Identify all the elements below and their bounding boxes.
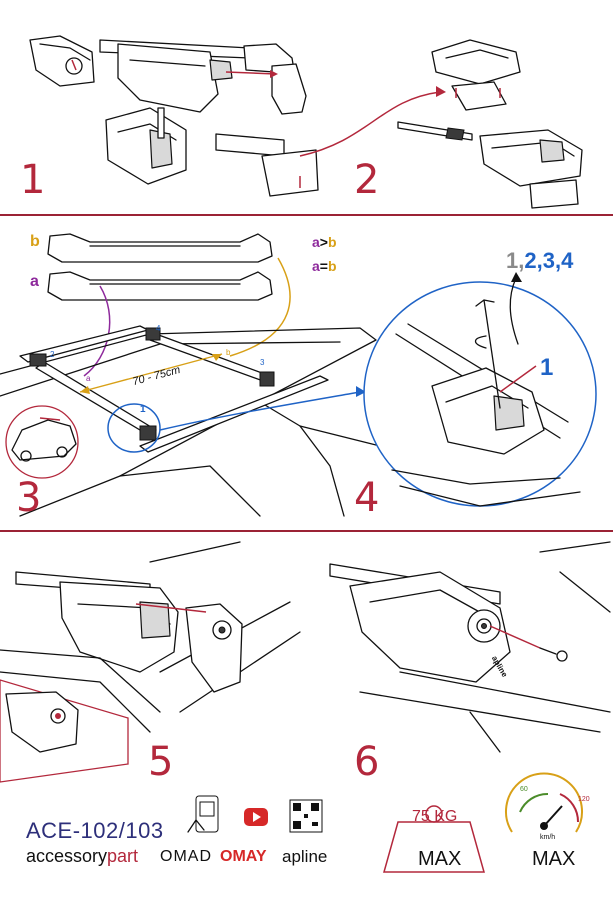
step-number-3: 3 — [16, 475, 42, 521]
rule-a: a — [312, 258, 320, 274]
brand-apline: apline — [282, 847, 328, 866]
order-3: 3, — [542, 248, 562, 273]
weight-value: 75 KG — [412, 808, 458, 825]
brand-part: part — [107, 846, 139, 866]
product-code: ACE-102/103 — [26, 818, 164, 843]
section-divider — [0, 214, 613, 216]
brand-omad: OMAD — [160, 848, 212, 865]
step-number-5: 5 — [148, 739, 174, 785]
section-divider — [0, 530, 613, 532]
brand-accessorypart: accessorypart — [26, 846, 138, 867]
step-number-4: 4 — [354, 475, 380, 521]
speed-unit: km/h — [540, 834, 556, 841]
label-a: a — [30, 273, 39, 290]
corner-label-3: 3 — [260, 358, 265, 367]
rule-op-gt: > — [319, 234, 328, 250]
order-4: 4 — [561, 248, 574, 273]
callout-1: 1 — [540, 354, 554, 381]
mark-a: a — [86, 374, 91, 383]
rule-a-equal-b: a=b — [312, 258, 337, 274]
speed-tick-120: 120 — [578, 796, 590, 803]
panel-steps-5-6: 5 6 apline — [0, 532, 613, 920]
corner-label-4: 4 — [156, 324, 161, 333]
order-2: 2, — [524, 248, 543, 273]
order-1: 1, — [506, 248, 525, 273]
corner-label-1: 1 — [140, 404, 146, 415]
corner-label-2: 2 — [50, 350, 55, 359]
brand-omay: OMAY — [220, 848, 267, 865]
brand-accessory: accessory — [26, 846, 108, 866]
rule-op-eq: = — [319, 258, 328, 274]
mark-b: b — [226, 348, 231, 357]
rule-b: b — [327, 234, 337, 250]
step-number-2: 2 — [354, 157, 380, 203]
rule-b: b — [327, 258, 337, 274]
illustration-lock-install — [0, 541, 611, 873]
panel-steps-1-2: 1 2 — [0, 0, 613, 214]
rule-a-greater-b: a>b — [312, 234, 337, 250]
illustration-install-bracket — [29, 35, 583, 209]
speed-caption: MAX — [532, 848, 576, 870]
rule-a: a — [312, 234, 320, 250]
step-number-6: 6 — [354, 739, 380, 785]
speed-tick-60: 60 — [520, 786, 528, 793]
tightening-order: 1,2,3,4 — [506, 248, 573, 274]
weight-caption: MAX — [418, 848, 462, 870]
label-b: b — [30, 233, 40, 250]
panel-steps-3-4: b a a>b a=b 70 - 75cm 1 2 3 4 a b 1,2,3,… — [0, 216, 613, 530]
illustration-bar-positioning — [0, 233, 597, 517]
step-number-1: 1 — [20, 157, 46, 203]
